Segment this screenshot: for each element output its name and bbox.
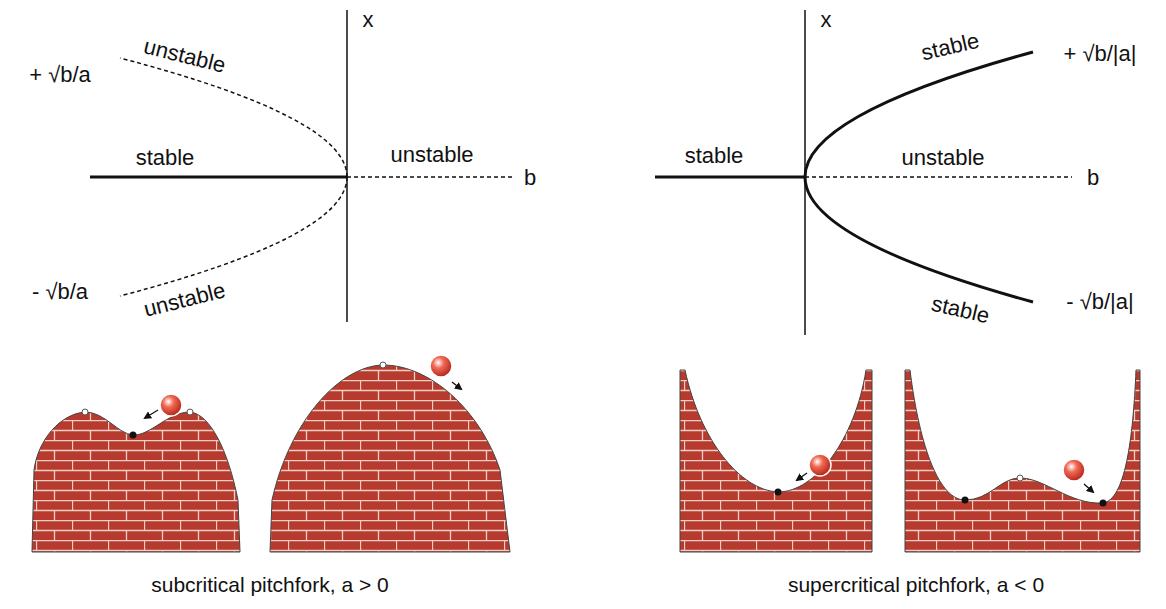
caption-text: subcritical pitchfork, a > 0	[151, 573, 389, 596]
subcritical-plot	[90, 10, 512, 322]
branch-label: unstable	[390, 143, 473, 167]
axis-label: x	[821, 8, 832, 32]
potential-landscape	[905, 370, 1140, 552]
branch-label: unstable	[901, 146, 984, 170]
potential-landscape	[32, 394, 240, 552]
axis-label: b	[524, 166, 536, 190]
branch-value: - √b/|a|	[1066, 290, 1134, 314]
branch-label: stable	[136, 146, 195, 170]
branch-label: stable	[685, 144, 744, 168]
caption-text: supercritical pitchfork, a < 0	[788, 573, 1044, 596]
branch-label: stable	[919, 29, 982, 66]
supercritical-plot	[655, 10, 1072, 335]
branch-value: + √b/a	[29, 63, 91, 87]
branch-label: unstable	[142, 278, 229, 322]
branch-value: - √b/a	[32, 280, 88, 304]
branch-value: + √b/|a|	[1063, 42, 1136, 66]
potential-landscape	[680, 370, 872, 552]
axis-label: b	[1087, 166, 1099, 190]
potential-landscape	[270, 355, 510, 552]
branch-label: stable	[929, 292, 992, 329]
branch-label: unstable	[142, 34, 229, 78]
axis-label: x	[363, 8, 374, 32]
